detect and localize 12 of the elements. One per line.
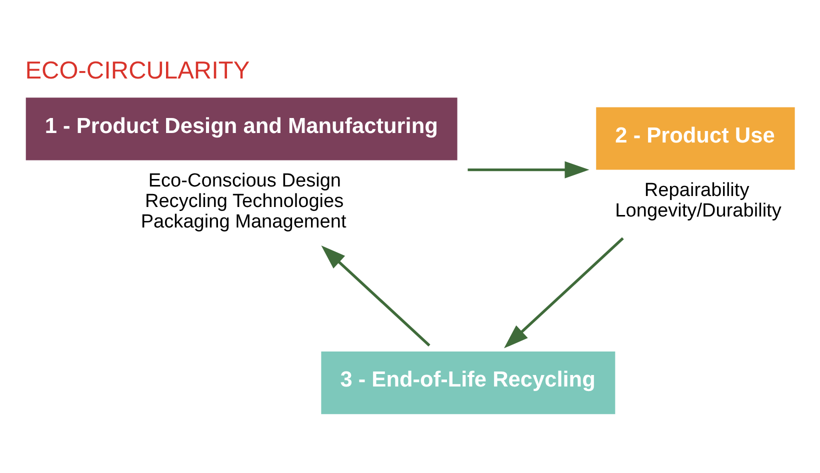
arrow bbox=[468, 161, 590, 178]
node-label: Packaging Management bbox=[140, 211, 346, 232]
node-box: 1 - Product Design and Manufacturing bbox=[26, 98, 458, 160]
node-label: Eco-Conscious Design bbox=[148, 170, 342, 192]
diagram-title: ECO-CIRCULARITY bbox=[25, 57, 250, 84]
node-box: 2 - Product Use bbox=[596, 107, 795, 170]
node-label: Recycling Technologies bbox=[144, 190, 344, 212]
arrow bbox=[321, 245, 430, 347]
arrow bbox=[504, 237, 624, 348]
node-box: 3 - End-of-Life Recycling bbox=[321, 352, 616, 414]
node-label: Repairability bbox=[644, 180, 750, 201]
node-label: Longevity/Durability bbox=[615, 200, 782, 222]
